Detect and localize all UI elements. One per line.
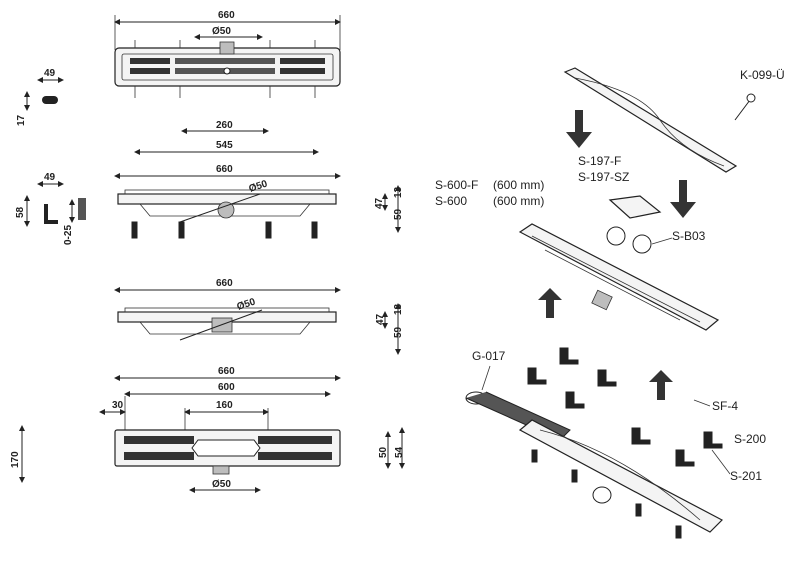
side-view-2: 660 Ø50 47 59 13 [114,278,404,355]
arrow-down-2 [670,180,696,218]
foot-adjust-label: 0-25 [63,225,74,245]
side2-59-label: 59 [393,326,404,338]
channel-body-lower [518,419,724,533]
clip-width-label: 49 [44,68,56,79]
label-s600f: S-600-F [435,178,478,192]
top-outlet-label: Ø50 [212,26,231,37]
label-s600-length: (600 mm) [493,194,544,208]
side2-outlet-label: Ø50 [236,296,258,312]
side1-47-label: 47 [374,197,385,209]
side2-47-label: 47 [375,313,386,325]
side1-outlet-label: Ø50 [248,178,270,194]
grate-k099 [563,67,738,173]
label-s197sz: S-197-SZ [578,170,629,184]
clip-height-label: 17 [16,114,27,126]
bottom-30-label: 30 [112,400,124,411]
bottom-660-label: 660 [218,366,235,377]
bottom-50-label: 50 [378,446,389,458]
label-s200: S-200 [734,432,766,446]
bottom-outlet-label: Ø50 [212,479,231,490]
exploded-view: K-099-Ü S-197-F S-197-SZ S-B03 S-600-F (… [435,67,785,539]
side1-59-label: 59 [393,208,404,220]
side1-260-label: 260 [216,120,233,131]
top-view: 660 Ø50 [114,10,341,98]
label-sf4: SF-4 [712,399,738,413]
bottom-view: 660 600 30 160 Ø50 170 50 54 [10,366,405,493]
label-k099: K-099-Ü [740,68,785,82]
clip-detail: 49 17 [16,68,64,126]
side-view-1: 260 545 660 Ø50 47 59 13 [114,120,404,239]
side1-660-label: 660 [216,164,233,175]
top-width-label: 660 [218,10,235,21]
bottom-160-label: 160 [216,400,233,411]
arrow-up-1 [538,288,562,318]
label-s600: S-600 [435,194,467,208]
label-s600f-length: (600 mm) [493,178,544,192]
foot-49-label: 49 [44,172,56,183]
channel-body-upper [518,223,720,331]
label-s201: S-201 [730,469,762,483]
side2-660-label: 660 [216,278,233,289]
side1-545-label: 545 [216,140,233,151]
arrow-up-2 [649,370,673,400]
arrow-down-1 [566,110,592,148]
bottom-54-label: 54 [394,446,405,458]
foot-58-label: 58 [15,206,26,218]
bottom-170-label: 170 [10,451,21,468]
label-sb03: S-B03 [672,229,706,243]
side2-13-label: 13 [393,303,404,315]
foot-detail: 49 58 0-25 [15,172,86,245]
bottom-600-label: 600 [218,382,235,393]
side1-13-label: 13 [393,186,404,198]
label-g017: G-017 [472,349,506,363]
label-s197f: S-197-F [578,154,621,168]
